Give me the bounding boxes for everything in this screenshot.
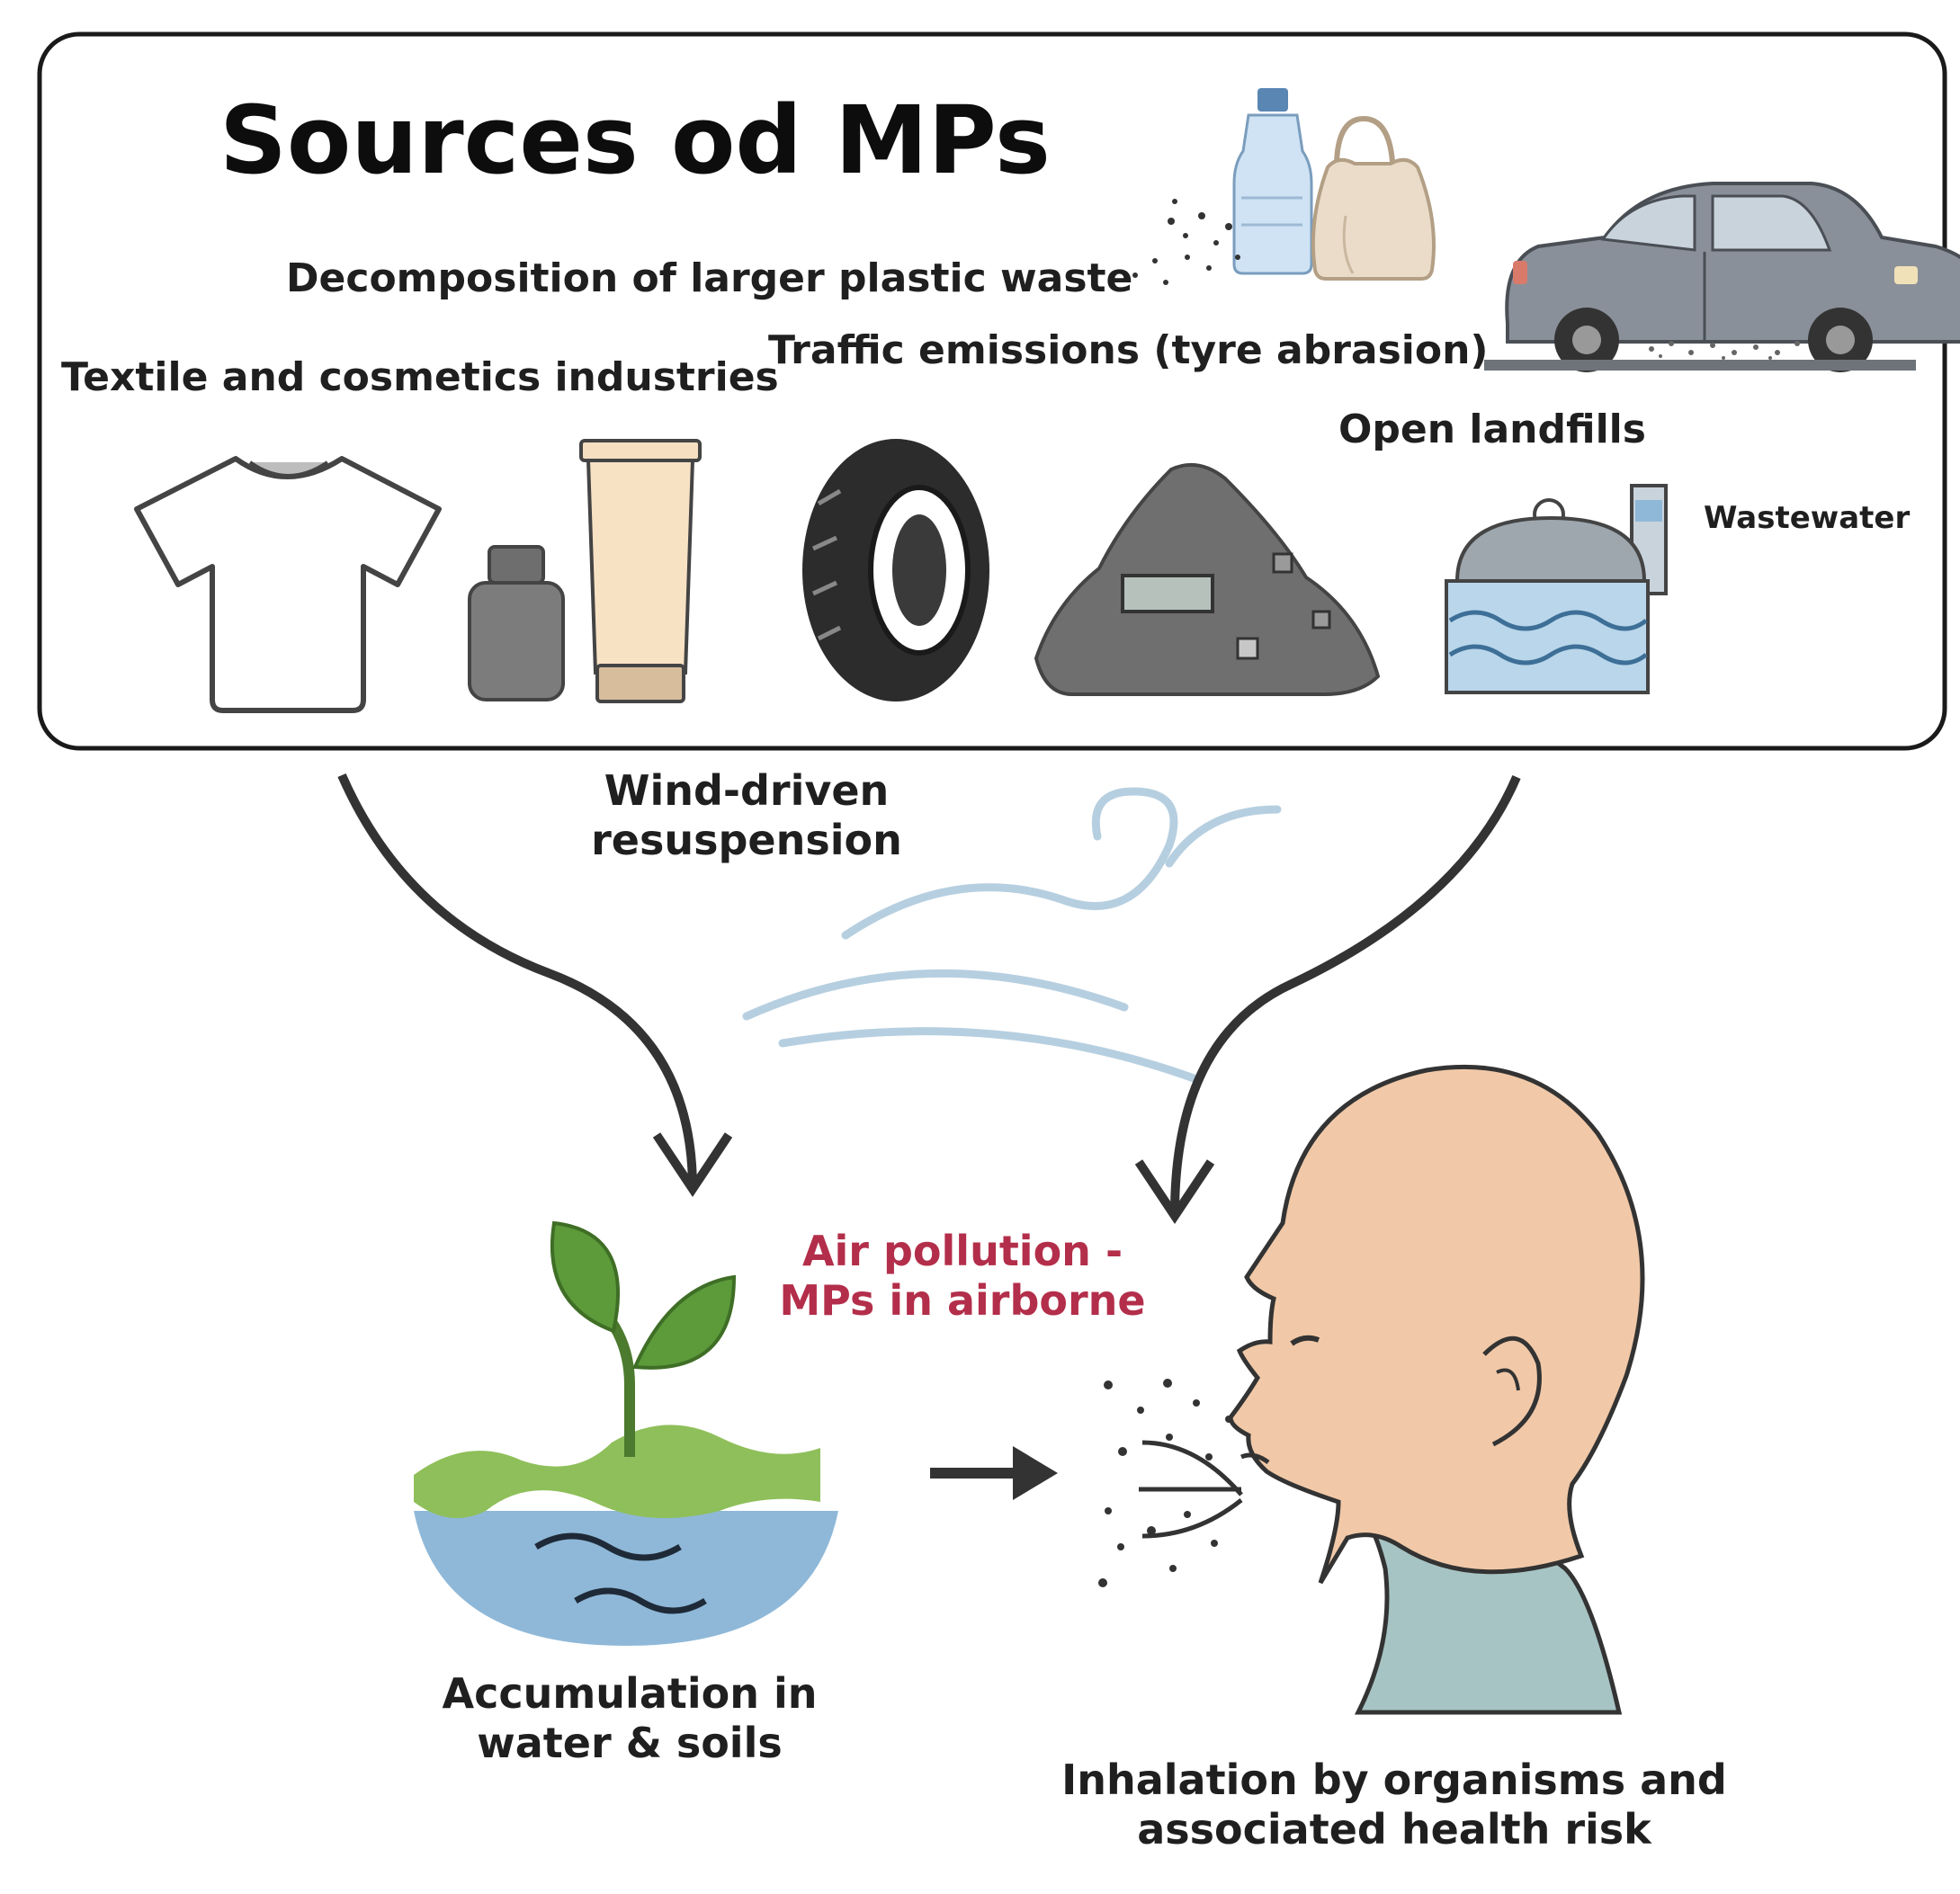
accumulation-line-1: Accumulation in	[442, 1669, 818, 1718]
human-head-icon	[1228, 1064, 1645, 1715]
tyre-icon	[802, 439, 989, 701]
label-wind-driven-resuspension: Wind-driven resuspension	[558, 766, 935, 865]
arrow-right-head	[1134, 1159, 1215, 1225]
label-inhalation: Inhalation by organisms and associated h…	[1025, 1756, 1763, 1854]
inhalation-line-2: associated health risk	[1137, 1805, 1651, 1854]
soil-water-plant-icon	[414, 1220, 838, 1646]
label-wastewater: Wastewater	[1704, 500, 1911, 536]
wind-line-2: resuspension	[591, 816, 902, 865]
wind-swirls-icon	[742, 787, 1282, 1084]
landfill-icon	[1034, 462, 1381, 696]
plastic-particles-icon	[1132, 199, 1240, 285]
cosmetic-bottle-icon	[468, 545, 565, 701]
accumulation-line-2: water & soils	[477, 1719, 783, 1768]
airborne-particles-icon	[1098, 1379, 1232, 1587]
plastic-bag-icon	[1311, 115, 1436, 281]
inhalation-line-1: Inhalation by organisms and	[1061, 1756, 1727, 1804]
arrow-right-curve	[1170, 775, 1521, 1215]
road-line	[1484, 360, 1916, 371]
cosmetic-tube-icon	[579, 439, 702, 703]
air-line-1: Air pollution -	[801, 1227, 1123, 1275]
car-icon	[1505, 182, 1960, 372]
tyre-particles-icon	[1649, 341, 1800, 360]
wind-line-1: Wind-driven	[604, 766, 890, 815]
label-textile-cosmetics: Textile and cosmetics industries	[61, 354, 779, 400]
label-traffic-emissions: Traffic emissions (tyre abrasion)	[768, 327, 1489, 373]
label-air-pollution: Air pollution - MPs in airborne	[756, 1227, 1169, 1326]
label-open-landfills: Open landfills	[1338, 406, 1646, 452]
page-title: Sources od MPs	[219, 85, 1051, 195]
plastic-bottle-icon	[1232, 88, 1313, 275]
t-shirt-collar	[248, 460, 329, 478]
label-accumulation: Accumulation in water & soils	[396, 1669, 864, 1768]
breath-lines-icon	[1139, 1440, 1243, 1539]
arrow-left-head	[652, 1132, 733, 1198]
arrow-left-curve	[337, 773, 697, 1190]
air-line-2: MPs in airborne	[779, 1276, 1146, 1326]
label-decomposition: Decomposition of larger plastic waste	[286, 255, 1133, 301]
wastewater-plant-icon	[1445, 484, 1668, 694]
arrow-horizontal	[930, 1446, 1058, 1500]
